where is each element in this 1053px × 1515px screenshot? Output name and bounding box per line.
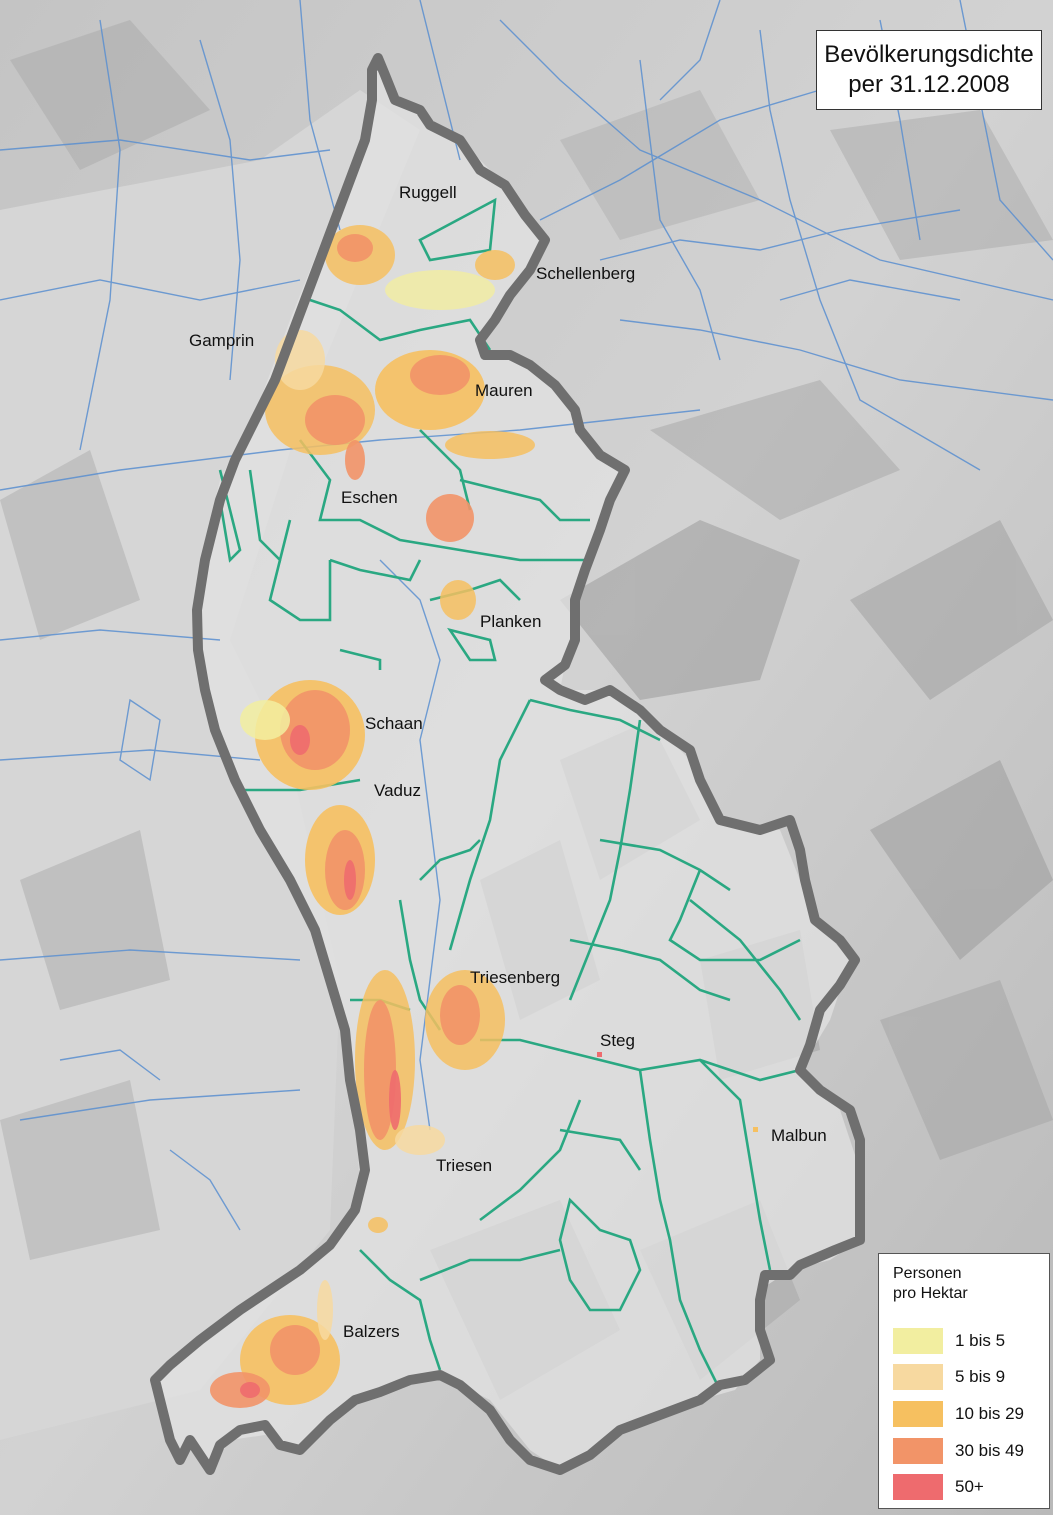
legend-swatch xyxy=(893,1364,943,1390)
legend-item: 30 bis 49 xyxy=(893,1438,1043,1466)
town-label-malbun: Malbun xyxy=(771,1126,827,1145)
legend-swatch xyxy=(893,1401,943,1427)
town-label-eschen: Eschen xyxy=(341,488,398,507)
legend-swatch xyxy=(893,1474,943,1500)
map-date: per 31.12.2008 xyxy=(848,71,1010,98)
town-label-ruggell: Ruggell xyxy=(399,183,457,202)
town-label-triesenberg: Triesenberg xyxy=(470,968,561,987)
legend-item: 50+ xyxy=(893,1474,1043,1502)
town-label-schellenberg: Schellenberg xyxy=(536,264,636,283)
density-mauren-gamprin-eschen xyxy=(265,330,535,542)
town-label-schaan: Schaan xyxy=(365,714,423,733)
density-ruggell xyxy=(325,225,515,310)
legend-label: 1 bis 5 xyxy=(955,1331,1006,1350)
legend-title: Personen pro Hektar xyxy=(893,1264,968,1304)
density-legend: Personen pro Hektar 1 bis 5 5 bis 9 10 b… xyxy=(878,1253,1050,1509)
density-schaan-vaduz xyxy=(240,680,375,915)
density-planken xyxy=(440,580,476,620)
map-title-box: Bevölkerungsdichte per 31.12.2008 xyxy=(816,30,1042,110)
legend-label: 10 bis 29 xyxy=(955,1404,1024,1423)
town-label-balzers: Balzers xyxy=(343,1322,400,1341)
town-label-vaduz: Vaduz xyxy=(374,781,421,800)
legend-label: 30 bis 49 xyxy=(955,1441,1024,1460)
legend-title-line1: Personen xyxy=(893,1265,962,1282)
density-triesen-triesenberg xyxy=(355,970,505,1233)
legend-title-line2: pro Hektar xyxy=(893,1285,968,1302)
town-label-planken: Planken xyxy=(480,612,542,631)
legend-item: 5 bis 9 xyxy=(893,1364,1043,1392)
town-label-triesen: Triesen xyxy=(436,1156,493,1175)
legend-swatch xyxy=(893,1328,943,1354)
town-label-mauren: Mauren xyxy=(475,381,533,400)
map-title: Bevölkerungsdichte xyxy=(824,41,1034,68)
national-border xyxy=(150,53,865,1475)
density-steg-malbun xyxy=(597,1052,758,1132)
density-cells xyxy=(210,225,758,1408)
town-label-gamprin: Gamprin xyxy=(189,331,255,350)
legend-swatch xyxy=(893,1438,943,1464)
legend-item: 1 bis 5 xyxy=(893,1328,1043,1356)
town-label-steg: Steg xyxy=(600,1031,635,1050)
municipal-boundaries xyxy=(218,197,802,1391)
legend-label: 50+ xyxy=(955,1477,984,1496)
legend-label: 5 bis 9 xyxy=(955,1367,1006,1386)
density-balzers xyxy=(210,1280,340,1408)
legend-item: 10 bis 29 xyxy=(893,1401,1043,1429)
